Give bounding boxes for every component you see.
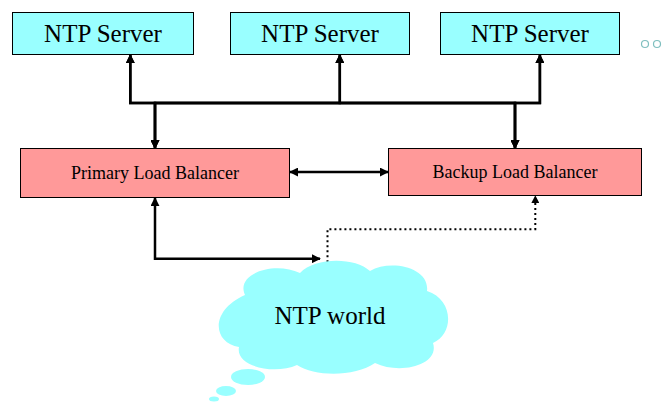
connector-arrow [130, 55, 155, 148]
connector-arrow [130, 55, 515, 148]
connector-arrow [340, 55, 515, 148]
connector-arrow [515, 55, 540, 148]
dot [654, 41, 661, 48]
load-balancer-box: Primary Load Balancer [20, 148, 290, 198]
cloud-shape: NTP world [205, 255, 455, 377]
node-label: Primary Load Balancer [71, 163, 239, 184]
connector-arrow [155, 55, 340, 148]
connector-arrow [290, 171, 388, 174]
cloud-bubble [231, 369, 265, 385]
dot [642, 41, 649, 48]
node-label: NTP Server [44, 20, 162, 48]
connector-arrow [155, 55, 540, 148]
load-balancer-box: Backup Load Balancer [388, 148, 642, 196]
connector-arrow [155, 198, 320, 259]
node-label: Backup Load Balancer [433, 162, 598, 183]
server-box: NTP Server [230, 12, 410, 55]
server-box: NTP Server [12, 12, 194, 55]
cloud-bubble [209, 397, 219, 402]
node-label: NTP world [275, 302, 386, 330]
server-box: NTP Server [440, 12, 620, 55]
cloud-bubble [216, 386, 236, 396]
backup-link [328, 196, 536, 262]
node-label: NTP Server [471, 20, 589, 48]
node-label: NTP Server [261, 20, 379, 48]
